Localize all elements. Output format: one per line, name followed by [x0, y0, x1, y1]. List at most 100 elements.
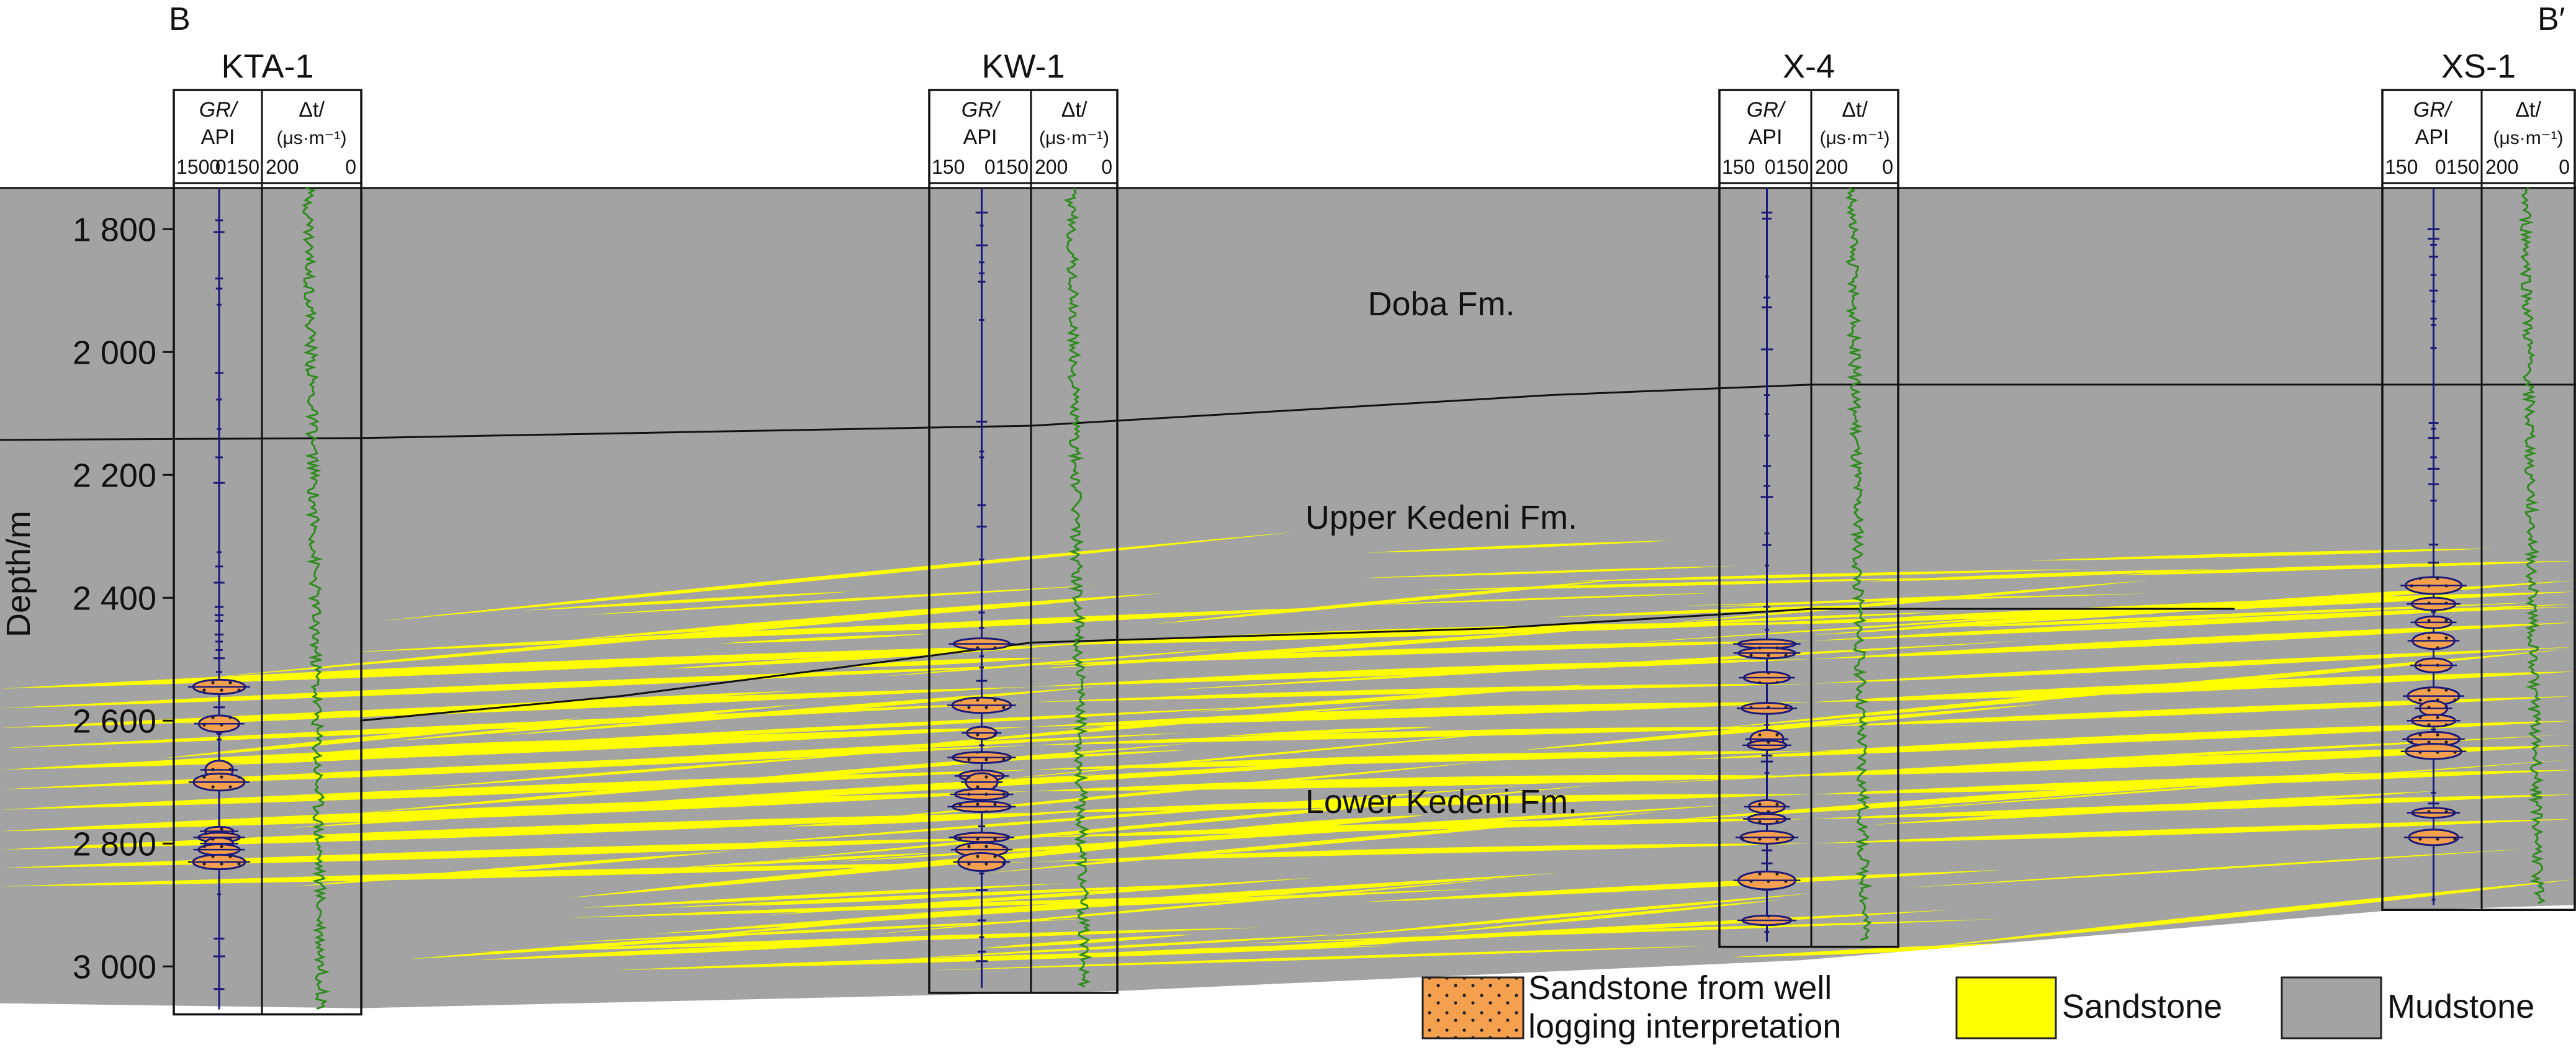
depth-tick-label: 2 600 [73, 703, 156, 740]
depth-tick-label: 2 000 [73, 334, 156, 371]
depth-tick-label: 2 800 [73, 825, 156, 863]
sandstone-lens [519, 698, 759, 709]
gr-header: GR/ [2413, 98, 2453, 122]
legend-mudstone-label: Mudstone [2387, 988, 2534, 1025]
sandstone-lens [582, 585, 1096, 616]
profile-end-label: B′ [2538, 1, 2565, 37]
sandstone-lens [1031, 640, 1811, 666]
sandstone-lens [1693, 613, 2097, 626]
dt-unit: (μs·m⁻¹) [2493, 128, 2563, 148]
sandstone-lens [1905, 848, 2528, 888]
sandstone-lens [569, 893, 1320, 918]
dt-scale-left: 200 [2485, 156, 2518, 178]
sandstone-lens [1356, 593, 1718, 606]
sandstone-lens [911, 889, 1473, 914]
sandstone-lens [731, 897, 938, 907]
sandstone-lens [0, 745, 1031, 790]
sandstone-lens [1434, 899, 1783, 933]
sandstone-lens [1647, 735, 2562, 784]
well-frame [2381, 89, 2576, 911]
sandstone-lens [1811, 647, 2576, 684]
sandstone-lens [0, 861, 1031, 887]
sandstone-lens [1670, 580, 2149, 623]
sandstone-lens [1031, 622, 1811, 646]
sandstone-lens [631, 756, 1456, 806]
sandstone-lens [1031, 683, 1811, 703]
sandstone-lens [523, 591, 855, 611]
dt-scale-right: 0 [1882, 156, 1893, 178]
gr-header: GR/ [199, 98, 239, 122]
sandstone-lens [179, 690, 798, 725]
legend-well-sandstone-label-line2: logging interpretation [1528, 1008, 1841, 1045]
sandstone-lens [1649, 612, 1937, 625]
dt-unit: (μs·m⁻¹) [1039, 128, 1109, 148]
depth-tick-label: 3 000 [73, 948, 156, 985]
sandstone-lens [1360, 565, 1741, 578]
sandstone-lens [1973, 614, 2277, 627]
sandstone-lens [0, 727, 1031, 770]
sandstone-lens [477, 940, 917, 960]
sandstone-lens [1031, 843, 1811, 862]
sandstone-lens [502, 686, 1100, 736]
depth-tick-label: 2 400 [73, 580, 156, 617]
sandstone-lens [878, 704, 1397, 749]
gr-header: GR/ [1747, 98, 1786, 122]
sandstone-lens [616, 945, 1394, 971]
well-frame [928, 89, 1119, 994]
gr-unit: API [2415, 125, 2449, 149]
sandstone-lens [349, 621, 1002, 653]
dt-unit: (μs·m⁻¹) [1819, 128, 1889, 148]
sandstone-lens [2115, 563, 2460, 575]
sandstone-lens [409, 932, 785, 959]
sandstone-lens [1366, 540, 1673, 553]
dt-curve [1845, 187, 1873, 941]
sandstone-lens [1811, 819, 2576, 844]
sandstone-lens [1609, 593, 2387, 644]
sandstone-lens [1564, 569, 2084, 581]
sandstone-lens [1811, 696, 2576, 727]
sandstone-lens [1686, 734, 2273, 760]
sandstone-lens [1043, 704, 1647, 729]
sandstone-lens [376, 531, 1298, 622]
sandstone-lens [1811, 671, 2576, 703]
sandstone-lens [1031, 727, 1811, 745]
sandstone-lens [718, 634, 929, 644]
sandstone-lens [1196, 684, 1594, 712]
gr-header: GR/ [961, 98, 1001, 122]
dt-header: Δt/ [1842, 98, 1868, 122]
sandstone-lens [1224, 727, 1438, 736]
gr-unit: API [201, 125, 235, 149]
formation-boundaries [0, 187, 2576, 722]
sandstone-lens [1031, 751, 1811, 770]
legend: Sandstone from well logging interpretati… [1421, 969, 2534, 1045]
sandstone-lens [2213, 606, 2576, 619]
sandstone-lens [0, 645, 1031, 689]
sandstone-lens [1361, 869, 2002, 902]
gr-scale-right: 0150 [2435, 156, 2479, 178]
sandstone-lens [557, 918, 1094, 943]
gr-scale-left: 1500 [176, 156, 220, 178]
gr-scale-left: 150 [932, 156, 965, 178]
sandstone-lens [1519, 704, 2042, 751]
sandstone-lens [1811, 622, 2576, 660]
well-frame [1718, 89, 1899, 948]
sandstone-lens [1153, 578, 1631, 624]
well-name: X-4 [1783, 48, 1835, 85]
dt-scale-left: 200 [266, 156, 299, 178]
sandstone-lens [1873, 791, 2436, 825]
sandstone-lens [1423, 578, 1934, 591]
depth-tick-label: 1 800 [73, 211, 156, 248]
depth-axis-label: Depth/m [0, 511, 37, 637]
sandstone-lens [911, 933, 1353, 959]
profile-start-label: B [169, 1, 191, 37]
sandstone-lens [1680, 593, 2149, 606]
sandstone-lens [0, 812, 1031, 850]
dt-scale-left: 200 [1035, 156, 1068, 178]
sandstone-lens [660, 883, 1233, 908]
